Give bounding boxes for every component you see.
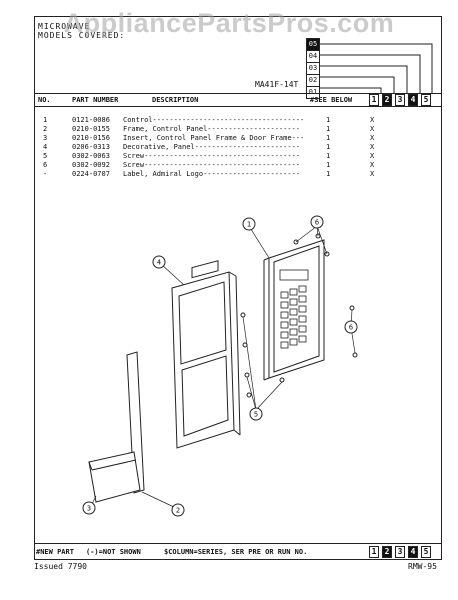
row-mark: X [370,143,375,151]
exploded-parts-diagram: 1 4 6 6 5 3 2 [82,215,358,517]
sheet-code: RMW-95 [408,562,437,571]
callout-2: 2 [171,503,185,517]
row-description: Frame, Control Panel--------------------… [123,125,301,133]
row-part-number: 0121-0086 [72,116,110,124]
row-mark: X [370,116,375,124]
callout-4: 4 [152,255,166,269]
issued-date: Issued 7790 [34,562,87,571]
row-no: 6 [43,161,48,169]
series-box-4: 4 [408,94,418,106]
table-row: 3 0210-0156 Insert, Control Panel Frame … [34,134,442,143]
table-row: 4 0206-0313 Decorative, Panel-----------… [34,143,442,152]
col-description: DESCRIPTION [152,96,199,104]
row-mark: X [370,125,375,133]
series-label-05: 05 [306,38,320,50]
row-no: 2 [43,125,48,133]
row-part-number: 0224-0707 [72,170,110,178]
sheet-title: MICROWAVE [38,22,91,31]
footer-series-box-1: 1 [369,546,379,558]
series-box-5: 5 [421,94,431,106]
table-row: 6 0302-0092 Screw-----------------------… [34,161,442,170]
callout-3: 3 [82,501,96,515]
parts-sheet-frame [34,16,442,560]
row-qty: 1 [326,161,331,169]
svg-text:6: 6 [315,219,319,227]
svg-text:1: 1 [247,221,251,229]
row-no: 1 [43,116,48,124]
row-mark: X [370,152,375,160]
series-label-03: 03 [306,62,320,74]
row-qty: 1 [326,143,331,151]
row-qty: 1 [326,125,331,133]
svg-text:6: 6 [349,324,353,332]
not-shown-legend: (-)=NOT SHOWN [86,548,141,556]
row-qty: 1 [326,170,331,178]
new-part-legend: #NEW PART [36,548,74,556]
svg-text:3: 3 [87,505,91,513]
row-part-number: 0206-0313 [72,143,110,151]
column-legend: $COLUMN=SERIES, SER PRE OR RUN NO. [164,548,308,556]
callout-6-top: 6 [310,215,324,229]
row-no: 3 [43,134,48,142]
col-see-below: #SEE BELOW [310,96,353,104]
row-qty: 1 [326,134,331,142]
row-description: Decorative, Panel-----------------------… [123,143,301,151]
table-row: 1 0121-0086 Control---------------------… [34,116,442,125]
row-part-number: 0302-0092 [72,161,110,169]
series-label-02: 02 [306,74,320,86]
model-number: MA41F-14T [255,80,299,89]
row-part-number: 0210-0155 [72,125,110,133]
series-box-3: 3 [395,94,405,106]
footer-series-box-5: 5 [421,546,431,558]
row-qty: 1 [326,116,331,124]
column-header-row: NO. PART NUMBER DESCRIPTION #SEE BELOW [34,93,442,107]
footer-bar: #NEW PART (-)=NOT SHOWN $COLUMN=SERIES, … [34,543,442,560]
callout-1: 1 [242,217,256,231]
series-box-2: 2 [382,94,392,106]
row-description: Screw-----------------------------------… [123,152,301,160]
table-row: - 0224-0707 Label, Admiral Logo---------… [34,170,442,179]
row-part-number: 0302-0063 [72,152,110,160]
series-box-1: 1 [369,94,379,106]
sheet-header: MICROWAVE MODELS COVERED: [38,22,125,40]
row-description: Screw-----------------------------------… [123,161,301,169]
series-stack: 05 04 03 02 01 [306,38,320,99]
svg-text:2: 2 [176,507,180,515]
footer-series-box-2: 2 [382,546,392,558]
control-board [263,239,325,381]
series-label-04: 04 [306,50,320,62]
table-row: 2 0210-0155 Frame, Control Panel--------… [34,125,442,134]
decorative-panel [171,260,241,449]
callout-5: 5 [249,407,263,421]
row-no: 4 [43,143,48,151]
row-mark: X [370,170,375,178]
row-description: Control---------------------------------… [123,116,305,124]
watermark: AppliancePartsPros.com [63,8,395,38]
row-mark: X [370,161,375,169]
row-no: - [43,170,48,178]
table-row: 5 0302-0063 Screw-----------------------… [34,152,442,161]
footer-series-box-4: 4 [408,546,418,558]
row-part-number: 0210-0156 [72,134,110,142]
svg-text:5: 5 [254,411,258,419]
models-covered-label: MODELS COVERED: [38,31,126,40]
svg-text:4: 4 [157,259,161,267]
col-no: NO. [38,96,51,104]
callout-6-right: 6 [344,320,358,334]
footer-series-box-3: 3 [395,546,405,558]
col-part-number: PART NUMBER [72,96,119,104]
row-mark: X [370,134,375,142]
series-label-01: 01 [306,86,320,99]
frame-insert [88,351,145,503]
row-no: 5 [43,152,48,160]
row-qty: 1 [326,152,331,160]
row-description: Insert, Control Panel Frame & Door Frame… [123,134,305,142]
row-description: Label, Admiral Logo---------------------… [123,170,301,178]
